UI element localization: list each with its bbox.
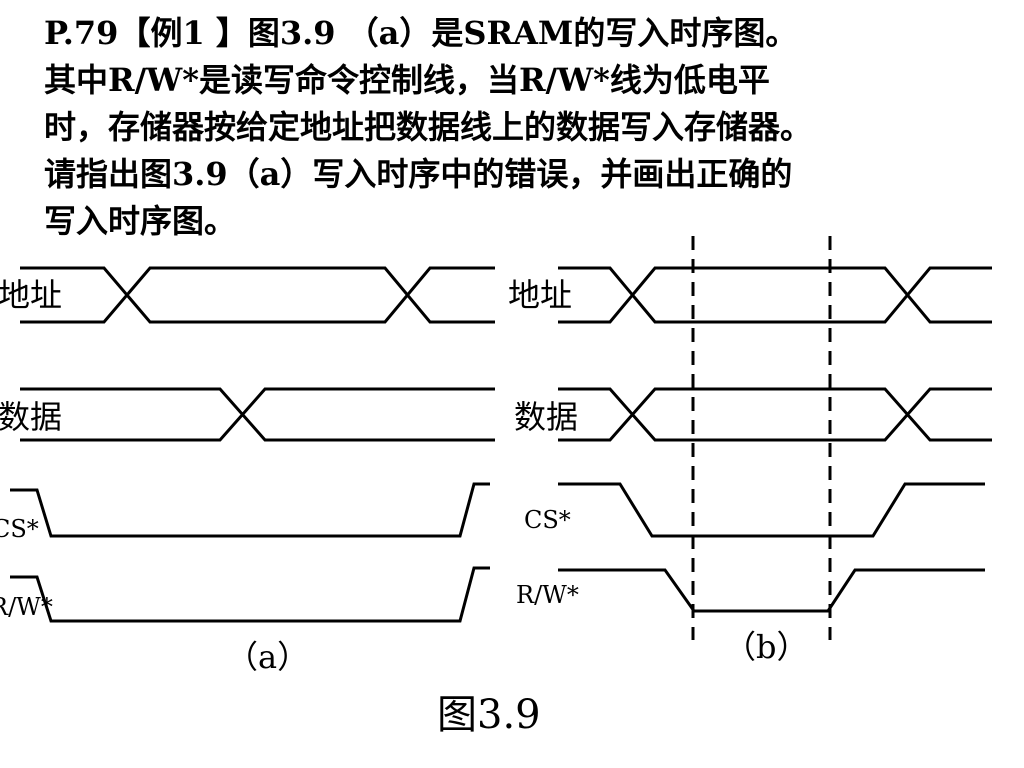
diagram-a [10, 266, 495, 623]
caption-b: （b） [724, 628, 809, 666]
diagram-b [558, 266, 992, 613]
problem-line: P.79【例1 】图3.9 （a）是SRAM的写入时序图。 [44, 14, 798, 52]
rw-label-b: R/W* [516, 581, 579, 609]
cs-label-b: CS* [524, 506, 571, 534]
problem-line: 时，存储器按给定地址把数据线上的数据写入存储器。 [44, 108, 813, 146]
data-label-a: 数据 [0, 398, 62, 436]
address-label-b: 地址 [508, 276, 572, 314]
data-bus-waveform-a [20, 387, 495, 442]
problem-statement: P.79【例1 】图3.9 （a）是SRAM的写入时序图。 其中R/W*是读写命… [44, 10, 1019, 245]
cs-waveform-b [558, 482, 985, 538]
caption-a: （a） [226, 638, 309, 676]
address-bus-waveform-b [558, 266, 992, 324]
cs-waveform-a [10, 482, 490, 538]
cs-label-a: CS* [0, 515, 39, 543]
data-bus-waveform-b [558, 387, 992, 442]
problem-line: 请指出图3.9（a）写入时序中的错误，并画出正确的 [44, 155, 793, 193]
rw-waveform-a [10, 566, 490, 623]
problem-line: 写入时序图。 [44, 202, 237, 240]
figure-caption: 图3.9 [437, 692, 541, 738]
address-bus-waveform-a [20, 266, 495, 324]
rw-label-a: R/W* [0, 593, 53, 621]
address-label-a: 地址 [0, 276, 62, 314]
data-label-b: 数据 [514, 398, 578, 436]
problem-line: 其中R/W*是读写命令控制线，当R/W*线为低电平 [44, 61, 770, 99]
rw-waveform-b [558, 568, 985, 613]
